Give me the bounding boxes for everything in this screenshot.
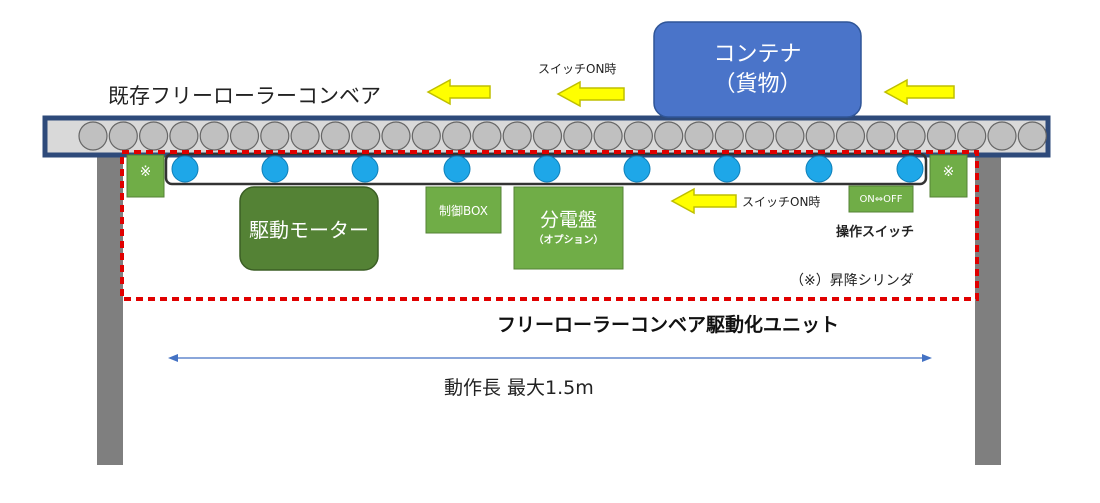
roller — [623, 121, 654, 151]
lift-cylinder-left — [126, 154, 165, 198]
roller — [896, 121, 926, 151]
drive-roller — [443, 155, 471, 183]
left-arrow-icon — [670, 187, 737, 215]
left-arrow-icon — [556, 80, 625, 108]
roller — [502, 121, 532, 151]
unit-boundary — [120, 150, 979, 301]
unit-title: フリーローラーコンベア駆動化ユニット — [497, 314, 840, 336]
roller — [139, 121, 169, 151]
control-box-label: 制御BOX — [439, 203, 488, 218]
roller — [442, 121, 472, 151]
container-box — [653, 21, 862, 118]
left-arrow-icon — [426, 78, 491, 106]
left-arrow-icon — [883, 78, 955, 106]
roller — [199, 121, 229, 151]
roller — [229, 121, 260, 151]
roller — [381, 121, 411, 151]
operation-switch-label: 操作スイッチ — [836, 225, 915, 240]
drive-rollers-group — [171, 155, 924, 183]
roller — [926, 121, 957, 151]
rollers-group — [78, 121, 1047, 151]
existing-conveyor-label: 既存フリーローラーコンベア — [108, 84, 381, 108]
drive-roller — [896, 155, 924, 183]
roller — [532, 121, 563, 151]
dimension-arrowhead-right — [922, 354, 932, 362]
dimension-arrowhead-left — [168, 354, 178, 362]
roller — [411, 121, 441, 151]
cylinder-mark-right: ※ — [942, 164, 955, 180]
drive-roller — [351, 155, 379, 183]
roller — [805, 121, 835, 151]
roller — [1017, 121, 1047, 151]
cylinder-note: （※）昇降シリンダ — [790, 273, 914, 289]
drive-roller — [533, 155, 561, 183]
roller — [169, 121, 199, 151]
roller — [714, 121, 744, 151]
drive-roller — [623, 155, 651, 183]
roller — [866, 121, 896, 151]
container-label-line1: コンテナ — [713, 41, 802, 67]
distribution-panel-sub: （オプション） — [533, 235, 604, 246]
roller — [593, 121, 623, 151]
switch-on-label-mid: スイッチON時 — [742, 195, 821, 209]
roller — [108, 121, 138, 151]
roller — [472, 121, 502, 151]
drive-motor-label: 駆動モーター — [249, 218, 369, 242]
drive-motor-box — [239, 186, 379, 271]
control-box — [425, 186, 502, 234]
roller — [987, 121, 1017, 151]
roller — [320, 121, 350, 151]
container-label: コンテナ （貨物） — [654, 22, 861, 117]
roller — [684, 121, 714, 151]
distribution-panel-main: 分電盤 — [539, 209, 597, 231]
roller — [563, 121, 593, 151]
cylinder-mark-left: ※ — [139, 164, 152, 180]
toggle-label: ON⇔OFF — [859, 193, 903, 205]
roller — [78, 121, 108, 151]
drive-roller — [171, 155, 199, 183]
operation-switch-box — [848, 185, 914, 213]
drive-roller — [261, 155, 289, 183]
distribution-panel-label: 分電盤 （オプション） — [514, 187, 623, 269]
switch-on-label-top: スイッチON時 — [538, 62, 617, 76]
roller — [835, 121, 866, 151]
stroke-length-label: 動作長 最大1.5m — [444, 377, 594, 399]
drive-roller — [805, 155, 833, 183]
distribution-panel-box — [513, 186, 624, 270]
roller — [957, 121, 987, 151]
lift-cylinder-right — [929, 154, 968, 198]
roller — [351, 121, 381, 151]
roller — [775, 121, 805, 151]
roller — [654, 121, 684, 151]
roller — [290, 121, 320, 151]
container-label-line2: （貨物） — [713, 71, 802, 97]
support-leg-right — [975, 155, 1001, 465]
roller — [744, 121, 775, 151]
support-leg-left — [97, 155, 123, 465]
roller — [260, 121, 290, 151]
drive-roller — [713, 155, 741, 183]
